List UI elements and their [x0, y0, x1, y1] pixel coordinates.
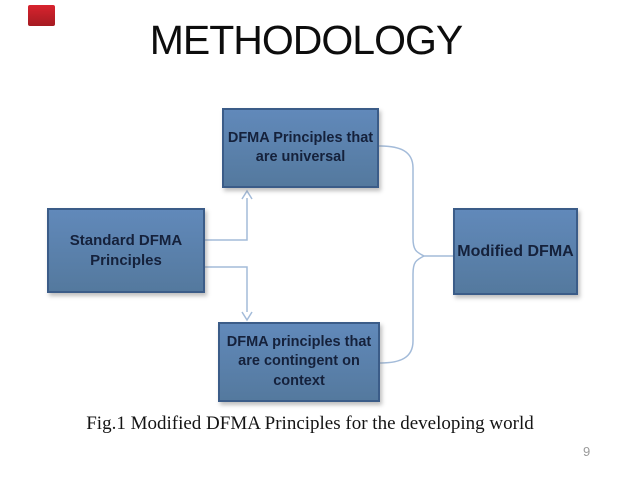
box-label-line: Standard DFMA	[69, 231, 183, 249]
page-number: 9	[583, 444, 591, 459]
connector-standard-to-universal	[205, 198, 248, 241]
box-label-line: Modified DFMA	[457, 242, 574, 260]
arrowhead-up-icon	[241, 189, 253, 200]
arrowhead-down-icon	[241, 311, 253, 322]
box-label-line: DFMA principles that	[226, 334, 372, 351]
box-modified-dfma: Modified DFMA	[453, 208, 578, 295]
figure-caption: Fig.1 Modified DFMA Principles for the d…	[86, 413, 534, 434]
box-standard-dfma-principles: Standard DFMA Principles	[47, 208, 205, 293]
box-label-line: DFMA Principles that	[227, 129, 374, 146]
box-label-line: are contingent on	[238, 353, 360, 370]
box-label-line: are universal	[255, 149, 346, 165]
box-label-line: context	[273, 372, 325, 389]
connector-universal-to-modified	[378, 145, 453, 257]
red-accent-mark	[28, 5, 55, 26]
slide-title: METHODOLOGY	[149, 17, 463, 63]
box-dfma-principles-contingent: DFMA principles that are contingent on c…	[218, 322, 380, 402]
connector-contingent-to-modified	[379, 255, 425, 364]
box-label-line: Principles	[90, 251, 162, 269]
connector-standard-to-contingent	[205, 266, 248, 312]
box-dfma-principles-universal: DFMA Principles that are universal	[222, 108, 379, 188]
